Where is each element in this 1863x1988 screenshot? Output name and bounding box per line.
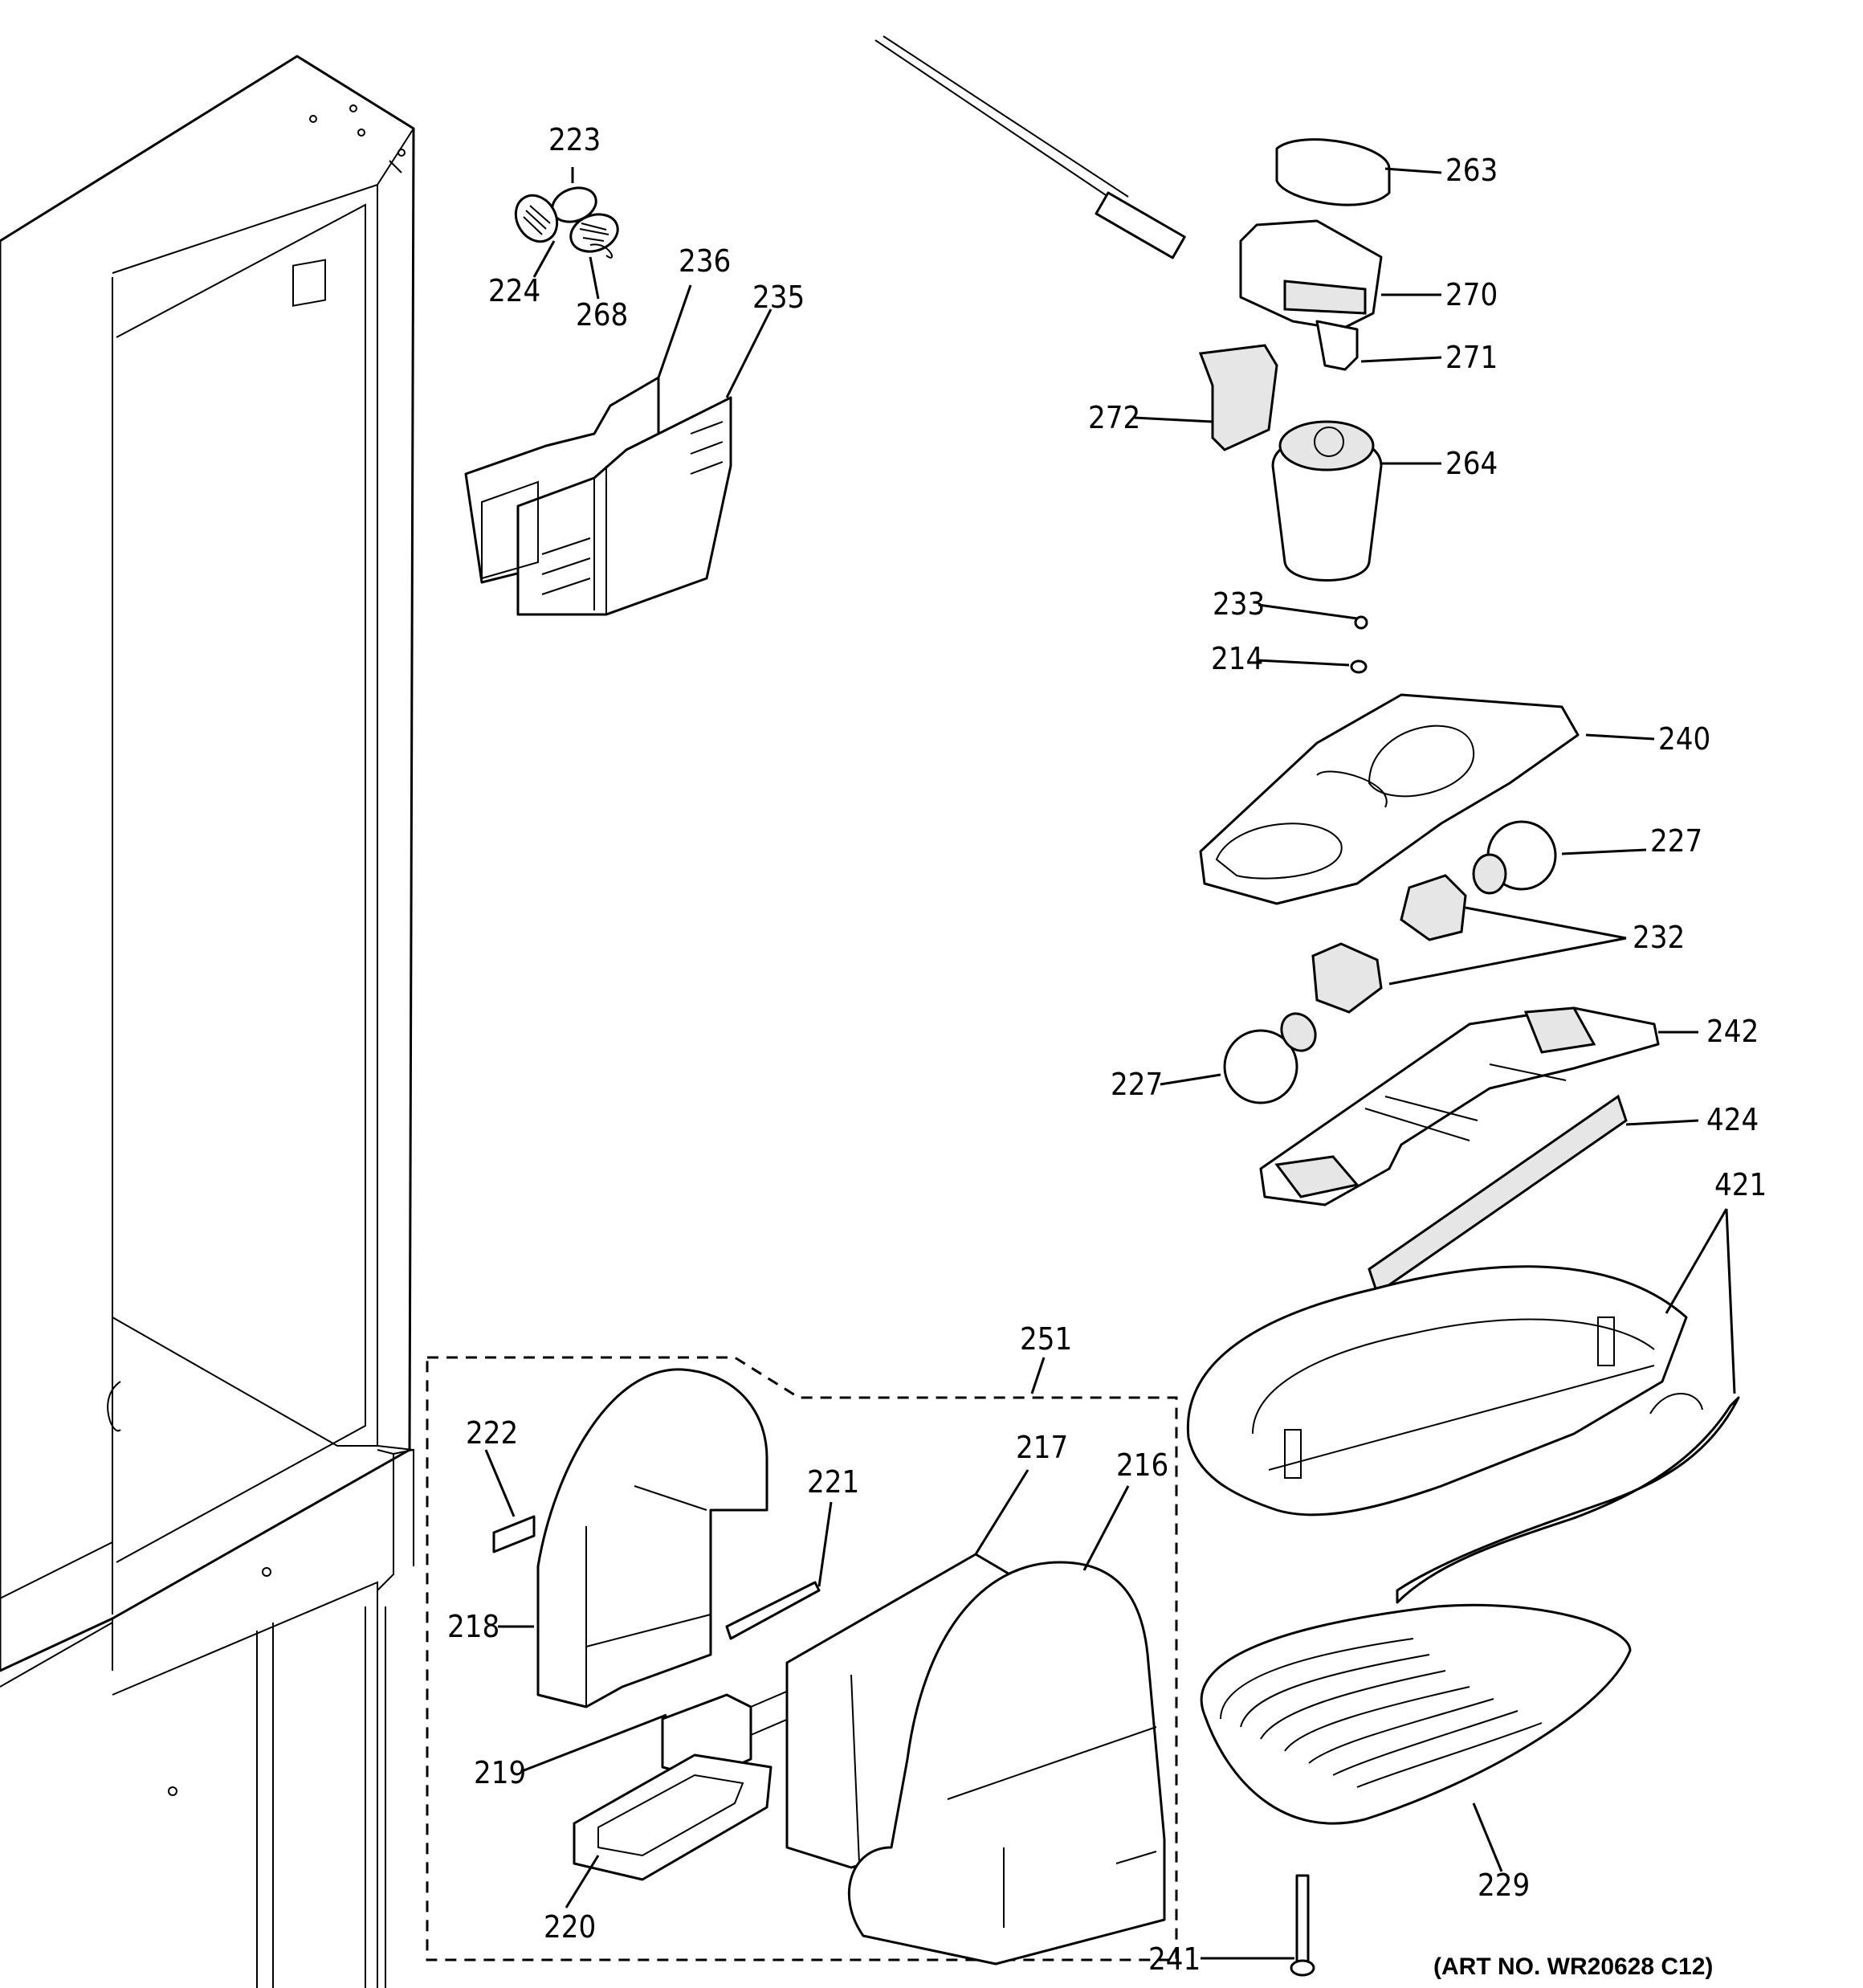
dispenser-housing-421	[1186, 1265, 1740, 1604]
drip-tray-229	[1200, 1603, 1632, 1825]
label-222: 222	[466, 1415, 518, 1451]
label-232: 232	[1633, 920, 1685, 955]
label-219: 219	[474, 1755, 526, 1790]
kit-outline-251	[426, 1356, 1178, 1961]
socket-232-lower	[1311, 942, 1383, 1014]
small-grille-assembly	[514, 186, 619, 259]
label-251: 251	[1020, 1321, 1072, 1357]
light-shield-240	[1199, 693, 1580, 905]
label-218: 218	[447, 1609, 499, 1644]
label-227-lower: 227	[1111, 1067, 1163, 1102]
label-224: 224	[488, 273, 540, 308]
label-216: 216	[1116, 1447, 1168, 1483]
label-270: 270	[1445, 277, 1498, 312]
label-233: 233	[1213, 586, 1265, 622]
bracket-272	[1198, 344, 1278, 451]
light-bulb-lower	[1223, 1012, 1317, 1104]
block-219	[661, 1670, 836, 1781]
light-bulb-upper	[1472, 820, 1557, 895]
water-filter-cartridge	[1271, 420, 1383, 582]
screw-233	[1354, 615, 1368, 630]
nut-214	[1350, 659, 1368, 674]
label-217: 217	[1016, 1430, 1068, 1465]
label-240: 240	[1658, 721, 1710, 757]
leader-lines	[484, 167, 1736, 1960]
duct-218	[536, 1368, 768, 1708]
screw-241	[1290, 1874, 1315, 1977]
label-229: 229	[1478, 1868, 1530, 1903]
part-labels: 223 224 268 236 235 263 270 271 272 264 …	[447, 122, 1767, 1977]
label-235: 235	[752, 280, 805, 315]
label-268: 268	[576, 297, 628, 333]
air-cover-panels	[464, 376, 732, 616]
strip-221	[725, 1581, 821, 1640]
label-263: 263	[1445, 153, 1498, 188]
label-272: 272	[1088, 400, 1140, 435]
label-221: 221	[807, 1464, 859, 1500]
label-242: 242	[1706, 1014, 1759, 1049]
label-223: 223	[548, 122, 601, 157]
gasket-220	[573, 1753, 773, 1881]
label-236: 236	[679, 243, 731, 279]
art-number: (ART NO. WR20628 C12)	[1433, 1953, 1713, 1980]
duct-cover-216	[847, 1561, 1166, 1966]
refrigerator-cabinet	[0, 55, 415, 1988]
label-264: 264	[1445, 446, 1498, 481]
label-421: 421	[1714, 1167, 1767, 1202]
socket-232-upper	[1400, 874, 1467, 941]
label-424: 424	[1706, 1102, 1759, 1137]
label-271: 271	[1445, 340, 1498, 375]
label-214: 214	[1211, 641, 1263, 676]
water-tube-dispenser	[874, 35, 1391, 371]
label-220: 220	[544, 1909, 596, 1945]
bar-222	[492, 1515, 536, 1553]
housing-242	[1259, 1006, 1660, 1206]
label-227-upper: 227	[1650, 823, 1702, 859]
label-241: 241	[1148, 1941, 1201, 1977]
control-board-424	[1368, 1094, 1628, 1296]
